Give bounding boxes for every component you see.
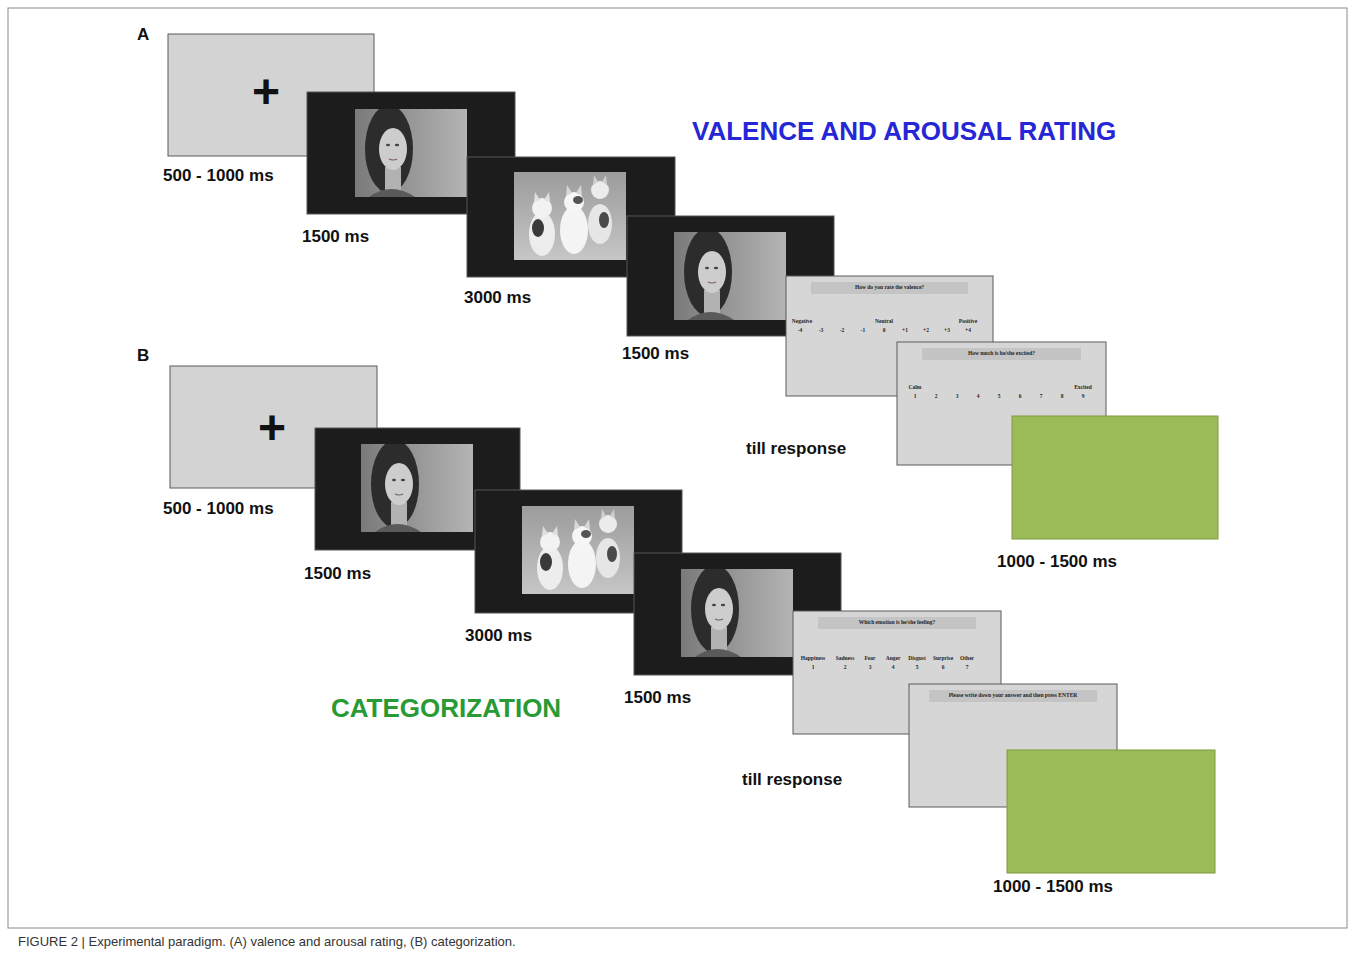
panel-letter: B	[137, 346, 149, 366]
scale-label: 4	[892, 665, 895, 671]
scale-label: 9	[1082, 394, 1085, 400]
fixation-cross: +	[258, 404, 286, 452]
screen-question: Which emotion is he/she feeling?	[859, 620, 936, 626]
scale-label: Surprise	[933, 656, 953, 662]
scale-label: 5	[998, 394, 1001, 400]
valence-rating-screen: How do you rate the valence? Negative Neut…	[786, 276, 993, 396]
fixation-cross: +	[252, 68, 280, 116]
duration-label: 1500 ms	[304, 564, 371, 584]
scale-label: 4	[977, 394, 980, 400]
duration-label: 1500 ms	[624, 688, 691, 708]
condition-title: CATEGORIZATION	[331, 693, 561, 724]
duration-label: till response	[742, 770, 842, 790]
scale-label: Disgust	[908, 656, 925, 662]
scale-label: 7	[966, 665, 969, 671]
scale-label: 0	[883, 328, 886, 334]
scale-label: 1	[812, 665, 815, 671]
figure-frame	[8, 8, 1347, 928]
scale-label: 7	[1040, 394, 1043, 400]
scale-label: Other	[960, 656, 974, 662]
scale-label: Calm	[909, 385, 922, 391]
scale-label: -1	[861, 328, 866, 334]
scale-label: Fear	[865, 656, 876, 662]
scale-label: 3	[956, 394, 959, 400]
categorization-screen: Which emotion is he/she feeling? Happines…	[793, 611, 1001, 734]
scale-label: -3	[819, 328, 824, 334]
scale-label: Excited	[1074, 385, 1092, 391]
duration-label: 3000 ms	[465, 626, 532, 646]
scale-label: +4	[965, 328, 971, 334]
screen-question: How much is he/she excited?	[968, 351, 1035, 357]
duration-label: 500 - 1000 ms	[163, 499, 274, 519]
panel-letter: A	[137, 25, 149, 45]
answer-screen: Please write down your answer and then p…	[909, 684, 1117, 807]
scale-label: 6	[1019, 394, 1022, 400]
fixation-screen: +	[170, 366, 377, 488]
feedback-screen	[1007, 750, 1215, 873]
scale-label: Positive	[959, 319, 977, 325]
scale-label: +1	[902, 328, 908, 334]
scale-label: 3	[869, 665, 872, 671]
duration-label: 1000 - 1500 ms	[997, 552, 1117, 572]
scale-label: Happiness	[801, 656, 825, 662]
fixation-screen: +	[168, 34, 374, 156]
figure-caption: FIGURE 2 | Experimental paradigm. (A) va…	[18, 934, 516, 950]
scale-label: Neutral	[875, 319, 893, 325]
screen-question: How do you rate the valence?	[855, 285, 924, 291]
condition-title: VALENCE AND AROUSAL RATING	[692, 116, 1116, 147]
scale-label: 5	[916, 665, 919, 671]
duration-label: 3000 ms	[464, 288, 531, 308]
scale-label: 2	[935, 394, 938, 400]
duration-label: 1500 ms	[302, 227, 369, 247]
scale-label: 1	[914, 394, 917, 400]
feedback-screen	[1012, 416, 1218, 539]
scale-label: -4	[798, 328, 803, 334]
scale-label: 6	[942, 665, 945, 671]
scale-label: Anger	[886, 656, 901, 662]
scale-label: -2	[840, 328, 845, 334]
duration-label: 500 - 1000 ms	[163, 166, 274, 186]
duration-label: till response	[746, 439, 846, 459]
scale-label: +2	[923, 328, 929, 334]
duration-label: 1000 - 1500 ms	[993, 877, 1113, 897]
scale-label: 2	[844, 665, 847, 671]
scale-label: 8	[1061, 394, 1064, 400]
screen-question: Please write down your answer and then p…	[949, 693, 1078, 699]
scale-label: +3	[944, 328, 950, 334]
arousal-rating-screen: How much is he/she excited? Calm Excited 1 2…	[897, 342, 1106, 465]
scale-label: Negative	[792, 319, 812, 325]
duration-label: 1500 ms	[622, 344, 689, 364]
scale-label: Sadness	[836, 656, 855, 662]
